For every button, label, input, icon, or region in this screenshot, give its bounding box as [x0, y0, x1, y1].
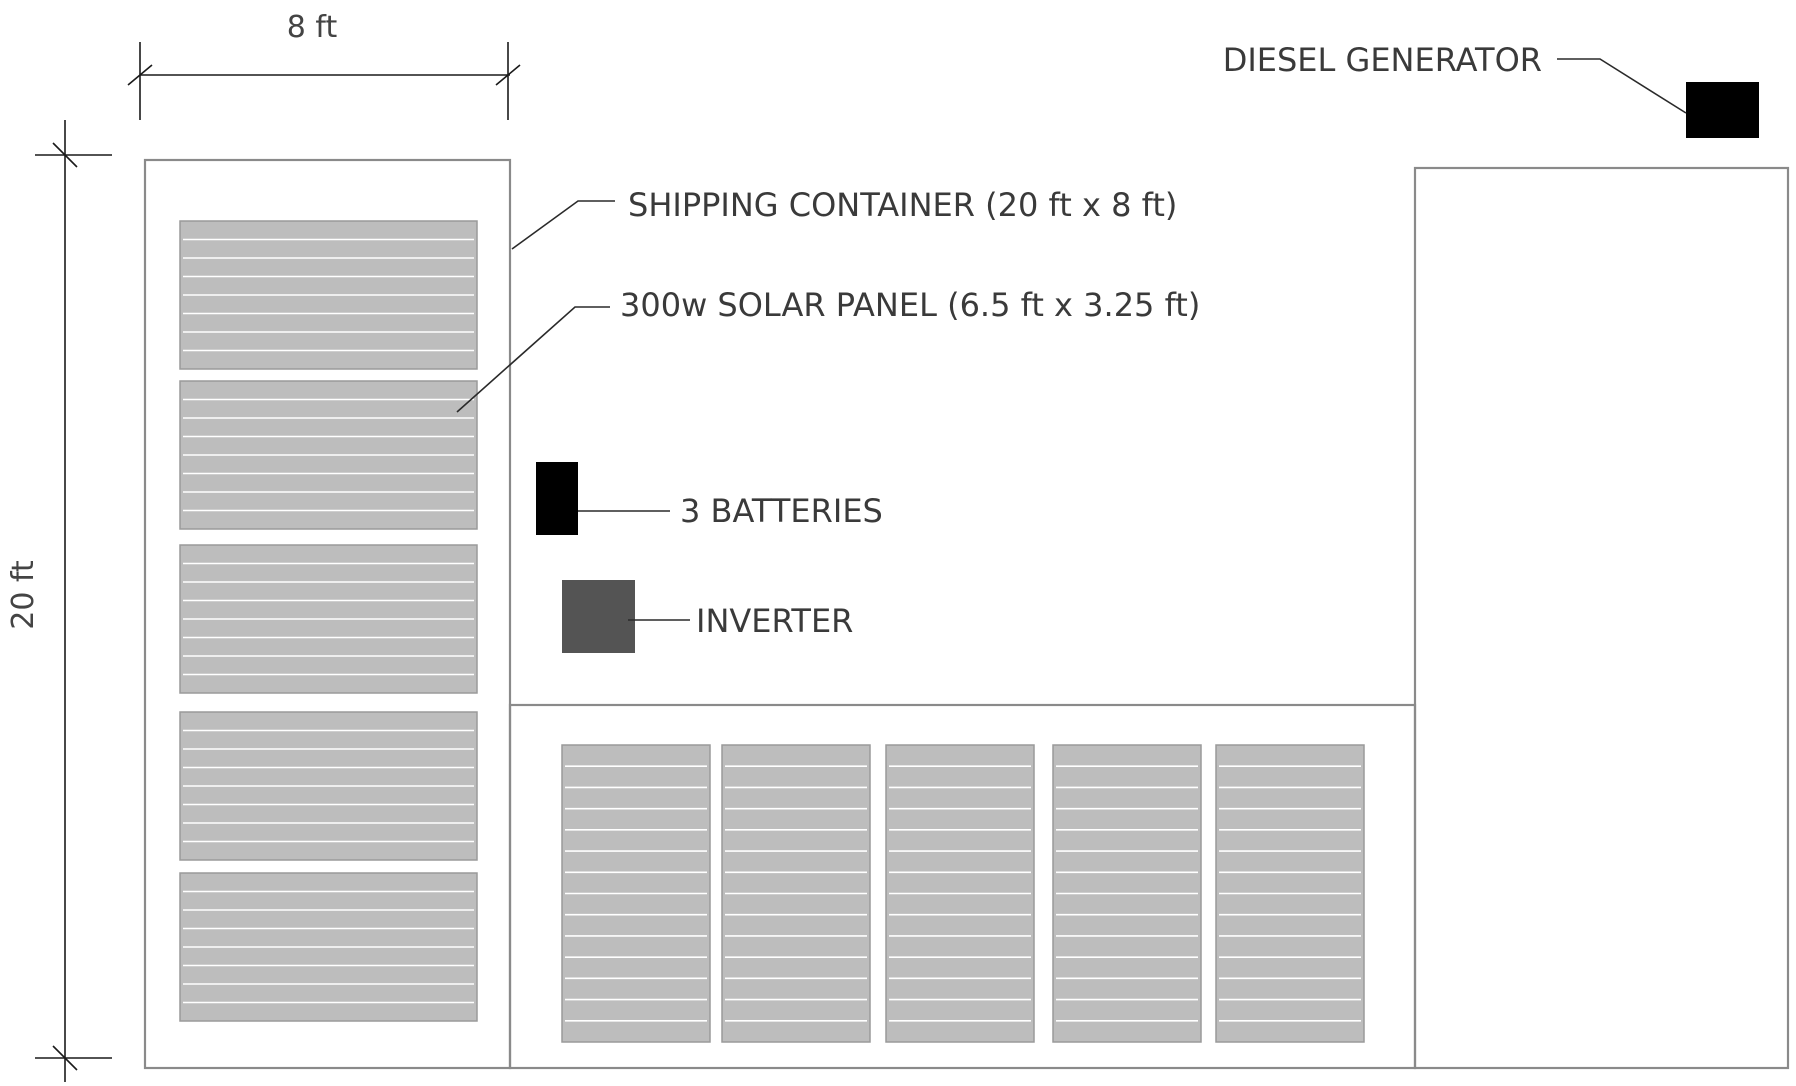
solar-panel: [179, 544, 478, 694]
site-outlines: [143, 158, 1790, 1070]
right-building: [1413, 166, 1790, 1070]
height-dimension: 20 ft: [6, 120, 112, 1082]
solar-panel: [1052, 744, 1202, 1043]
solar-panel: [885, 744, 1035, 1043]
solar-panel: [179, 220, 478, 370]
inverter-label: INVERTER: [696, 602, 853, 640]
solar-panel: [179, 872, 478, 1022]
solar-panel-label: 300w SOLAR PANEL (6.5 ft x 3.25 ft): [620, 286, 1200, 324]
solar-panels: [179, 220, 1365, 1043]
inverter: [562, 580, 635, 653]
width-dimension: 8 ft: [127, 10, 521, 120]
solar-panel: [179, 711, 478, 861]
solar-panel: [179, 380, 478, 530]
diesel-generator-leader: [1557, 58, 1687, 114]
diesel-generator-label: DIESEL GENERATOR: [1223, 41, 1542, 79]
solar-panel: [721, 744, 871, 1043]
solar-panel: [561, 744, 711, 1043]
shipping-container-label: SHIPPING CONTAINER (20 ft x 8 ft): [628, 186, 1177, 224]
shipping-container: [143, 158, 512, 1070]
shipping-container-leader: [511, 200, 615, 250]
width-dimension-label: 8 ft: [287, 10, 338, 45]
diesel-generator: [1686, 82, 1759, 138]
solar-panel: [1215, 744, 1365, 1043]
solar-panel-leader: [456, 306, 610, 413]
batteries: [536, 462, 578, 535]
height-dimension-label: 20 ft: [6, 560, 41, 630]
batteries-label: 3 BATTERIES: [680, 492, 883, 530]
